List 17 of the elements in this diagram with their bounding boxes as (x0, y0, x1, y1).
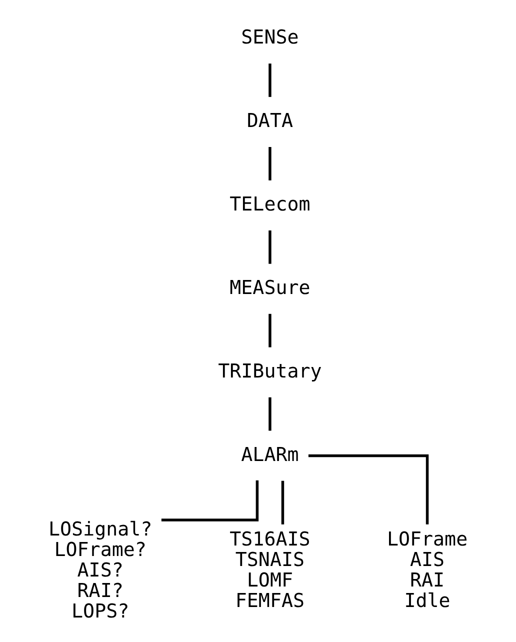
node-text: SENSe (241, 26, 299, 49)
connector (161, 480, 259, 522)
node-text: LOSignal? LOFrame? AIS? RAI? LOPS? (48, 517, 152, 622)
connector (268, 314, 272, 348)
connector (281, 480, 284, 524)
connector (268, 64, 272, 97)
node-text: MEASure (230, 276, 310, 299)
node-text: TS16AIS TSNAIS LOMF FEMFAS (230, 528, 310, 612)
connector (268, 230, 272, 264)
connector (308, 454, 429, 524)
connector (268, 147, 272, 180)
node-text: TELecom (230, 192, 310, 216)
connector (268, 397, 272, 431)
node-text: ALARm (241, 442, 299, 466)
node-text: DATA (246, 109, 294, 132)
node-text: TRIButary (218, 359, 322, 382)
node-text: LOFrame AIS RAI Idle (386, 528, 468, 612)
